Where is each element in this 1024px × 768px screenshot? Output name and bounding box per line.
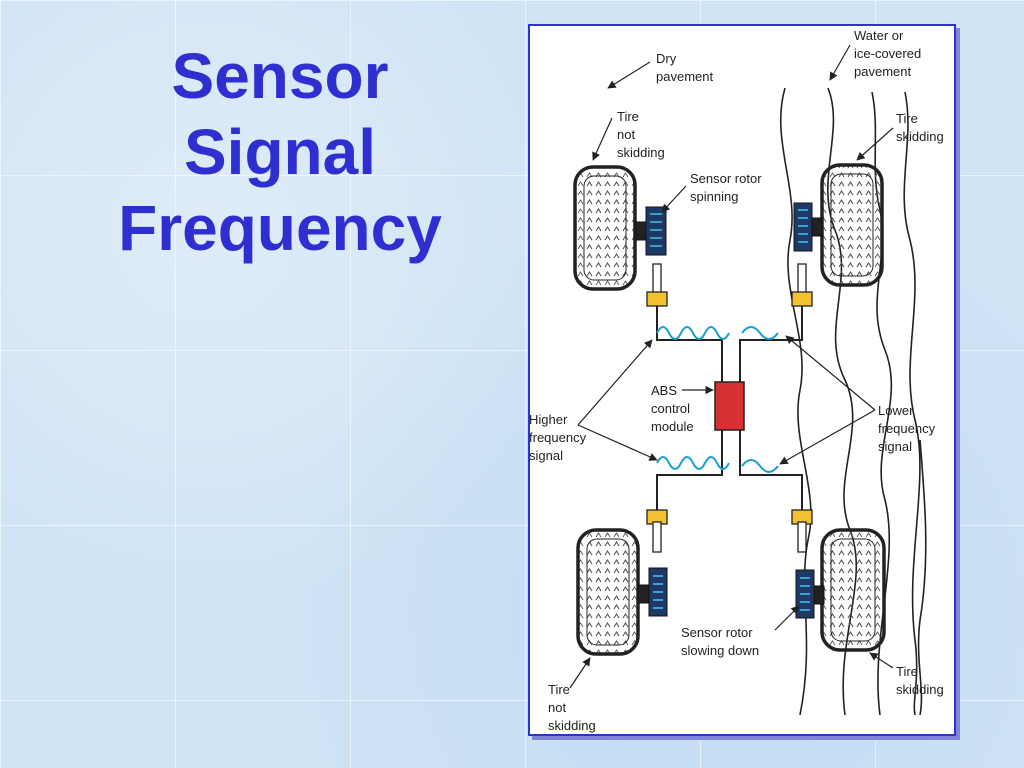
title-line-3: Frequency [118, 192, 442, 264]
label-tire-skidding-bottom: Tire skidding [896, 664, 944, 697]
label-tire-not-skidding-bottom: Tire not skidding [548, 682, 596, 733]
wheel-speed-sensors [646, 263, 813, 553]
low-frequency-wave-bottom [741, 459, 779, 473]
slide-title: Sensor Signal Frequency [70, 38, 490, 266]
high-frequency-wave-top [656, 326, 730, 340]
high-frequency-wave-bottom [656, 456, 730, 470]
title-line-2: Signal [183, 116, 377, 188]
label-lower-frequency: Lower frequency signal [878, 403, 939, 454]
label-dry-pavement: Dry pavement [656, 51, 713, 84]
signal-waves [656, 326, 779, 473]
label-tire-not-skidding-top: Tire not skidding [617, 109, 665, 160]
label-higher-frequency: Higher frequency signal [529, 412, 590, 463]
abs-control-module [714, 381, 745, 431]
sensor-wiring [656, 306, 803, 510]
label-sensor-rotor-spinning: Sensor rotor spinning [690, 171, 765, 204]
label-wet-pavement: Water or ice-covered pavement [854, 28, 925, 79]
label-abs-module: ABS control module [651, 383, 694, 434]
low-frequency-wave-top [741, 326, 779, 340]
title-line-1: Sensor [171, 40, 389, 112]
label-tire-skidding-top: Tire skidding [896, 111, 944, 144]
leader-lines [569, 44, 894, 689]
label-sensor-rotor-slowing: Sensor rotor slowing down [681, 625, 759, 658]
